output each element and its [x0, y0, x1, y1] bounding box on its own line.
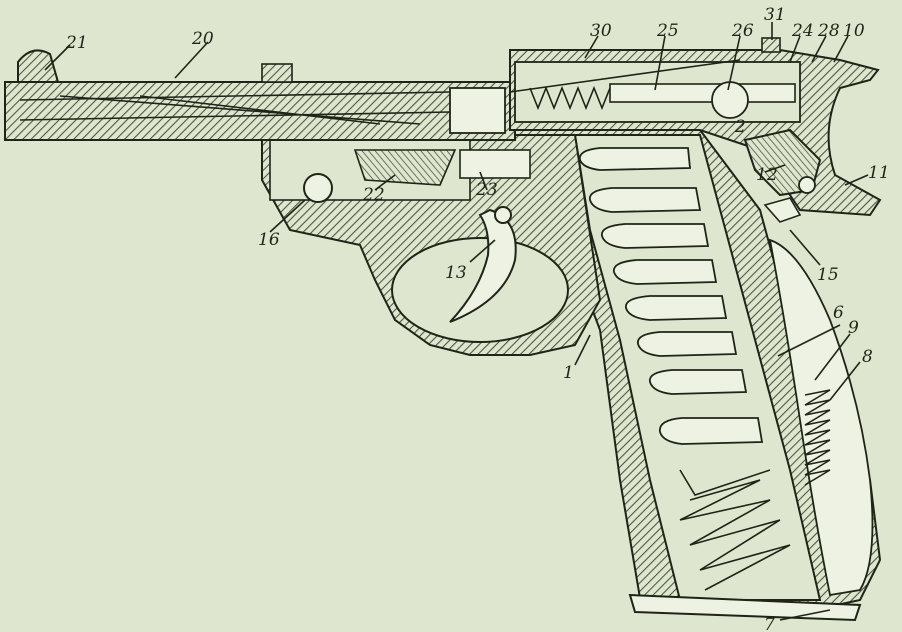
- label-25: 25: [656, 21, 679, 41]
- label-12: 12: [756, 165, 778, 185]
- trigger-spring-block: [459, 149, 531, 179]
- cartridge: [659, 417, 764, 445]
- sear: [763, 197, 802, 223]
- label-22: 22: [362, 185, 385, 205]
- cartridge: [613, 259, 718, 285]
- label-2: 2: [734, 117, 746, 137]
- cartridge: [649, 369, 748, 395]
- label-1: 1: [563, 363, 574, 383]
- label-28: 28: [817, 21, 840, 41]
- rifling: [19, 91, 451, 125]
- recoil-rod: [509, 59, 741, 93]
- cartridge: [637, 331, 738, 357]
- firing-pin-lock: [711, 81, 749, 119]
- cartridge: [589, 187, 702, 213]
- cartridge: [625, 295, 728, 321]
- label-24: 24: [791, 21, 814, 41]
- hammer-pin: [798, 176, 816, 194]
- label-6: 6: [833, 303, 844, 323]
- label-26: 26: [731, 21, 754, 41]
- cartridge: [601, 223, 710, 249]
- label-16: 16: [258, 230, 280, 250]
- cartridge-stack: [578, 147, 764, 445]
- locking-block: [353, 149, 457, 186]
- rear-sight: [761, 37, 781, 53]
- label-31: 31: [764, 5, 786, 25]
- label-20: 20: [191, 29, 214, 49]
- front-sight: [17, 49, 60, 83]
- label-10: 10: [843, 21, 865, 41]
- label-8: 8: [862, 347, 873, 367]
- leader-lines: [44, 22, 869, 621]
- chamber: [449, 87, 506, 134]
- label-15: 15: [817, 265, 839, 285]
- label-9: 9: [848, 318, 859, 338]
- takedown-lever: [303, 173, 333, 203]
- label-23: 23: [475, 180, 498, 200]
- cartridge: [578, 147, 691, 171]
- grip-panel: [768, 238, 874, 597]
- trigger: [449, 208, 517, 323]
- label-13: 13: [445, 263, 467, 283]
- slide-stud: [261, 63, 293, 83]
- label-21: 21: [65, 33, 88, 53]
- firing-pin-spring: [529, 85, 611, 111]
- magazine-spring: [679, 479, 791, 591]
- label-11: 11: [868, 163, 890, 183]
- trigger-pin: [494, 206, 512, 224]
- label-30: 30: [590, 21, 612, 41]
- magazine-base: [628, 593, 862, 622]
- label-7: 7: [764, 615, 775, 632]
- magazine-follower: [679, 469, 771, 496]
- firing-pin: [609, 83, 796, 103]
